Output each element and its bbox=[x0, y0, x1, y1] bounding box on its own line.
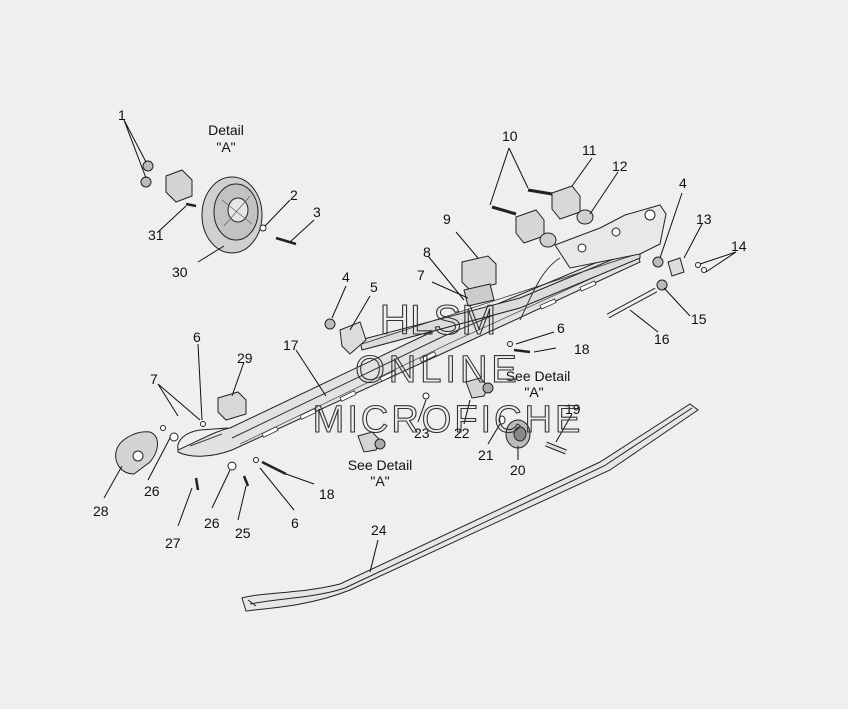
callout-7-front: 7 bbox=[150, 371, 158, 387]
callout-8: 8 bbox=[423, 244, 431, 260]
see-detail-lower-letter: "A" bbox=[370, 473, 389, 489]
rear-hardware bbox=[606, 256, 707, 319]
callout-14: 14 bbox=[731, 238, 747, 254]
callout-17: 17 bbox=[283, 337, 299, 353]
leader-lines bbox=[103, 119, 737, 573]
callout-5: 5 bbox=[370, 279, 378, 295]
callout-21: 21 bbox=[478, 447, 494, 463]
callout-26-left: 26 bbox=[144, 483, 160, 499]
block-bushings bbox=[515, 185, 594, 248]
detail-wheels bbox=[357, 377, 494, 453]
callout-29: 29 bbox=[237, 350, 253, 366]
bolts-10 bbox=[491, 188, 553, 216]
callout-25: 25 bbox=[235, 525, 251, 541]
callout-26-right: 26 bbox=[204, 515, 220, 531]
watermark-line-3: MICROFICHE bbox=[313, 399, 584, 441]
callout-labels: 1 2 3 4 4 5 6 6 6 7 7 8 9 10 11 12 13 14… bbox=[93, 107, 747, 551]
callout-2: 2 bbox=[290, 187, 298, 203]
rear-bracket bbox=[519, 204, 667, 321]
idler-roller bbox=[422, 392, 567, 455]
callout-16: 16 bbox=[654, 331, 670, 347]
callout-3: 3 bbox=[313, 204, 321, 220]
callout-6-mid: 6 bbox=[557, 320, 565, 336]
callout-10: 10 bbox=[502, 128, 518, 144]
front-bracket bbox=[324, 318, 367, 355]
callout-18-bottom: 18 bbox=[319, 486, 335, 502]
callout-1: 1 bbox=[118, 107, 126, 123]
callout-6-front: 6 bbox=[193, 329, 201, 345]
watermark: HLSM ONLINE MICROFICHE bbox=[312, 295, 584, 441]
see-detail-upper-text: See Detail bbox=[506, 368, 571, 384]
callout-4-right: 4 bbox=[679, 175, 687, 191]
callout-30: 30 bbox=[172, 264, 188, 280]
see-detail-upper-letter: "A" bbox=[524, 384, 543, 400]
bumper bbox=[115, 431, 158, 475]
callout-12: 12 bbox=[612, 158, 628, 174]
callout-31: 31 bbox=[148, 227, 164, 243]
callout-23: 23 bbox=[414, 425, 430, 441]
callout-11: 11 bbox=[582, 142, 597, 158]
callout-6-bottom: 6 bbox=[291, 515, 299, 531]
callout-28: 28 bbox=[93, 503, 109, 519]
callout-27: 27 bbox=[165, 535, 181, 551]
detail-a-title: Detail bbox=[208, 122, 244, 138]
callout-7-mid: 7 bbox=[417, 267, 425, 283]
callout-20: 20 bbox=[510, 462, 526, 478]
watermark-line-1: HLSM bbox=[380, 296, 497, 343]
detail-a-assembly bbox=[140, 160, 297, 254]
callout-13: 13 bbox=[696, 211, 712, 227]
callout-4-left: 4 bbox=[342, 269, 350, 285]
see-detail-lower-text: See Detail bbox=[348, 457, 413, 473]
front-hardware bbox=[160, 341, 531, 491]
damper-block bbox=[461, 255, 497, 307]
callout-19: 19 bbox=[565, 401, 581, 417]
callout-22: 22 bbox=[454, 425, 470, 441]
callout-15: 15 bbox=[691, 311, 707, 327]
callout-24: 24 bbox=[371, 522, 387, 538]
upper-rail bbox=[359, 247, 641, 351]
callout-18-mid: 18 bbox=[574, 341, 590, 357]
wear-bar bbox=[241, 403, 699, 612]
callout-9: 9 bbox=[443, 211, 451, 227]
detail-a-letter: "A" bbox=[216, 139, 235, 155]
watermark-line-2: ONLINE bbox=[355, 349, 520, 391]
